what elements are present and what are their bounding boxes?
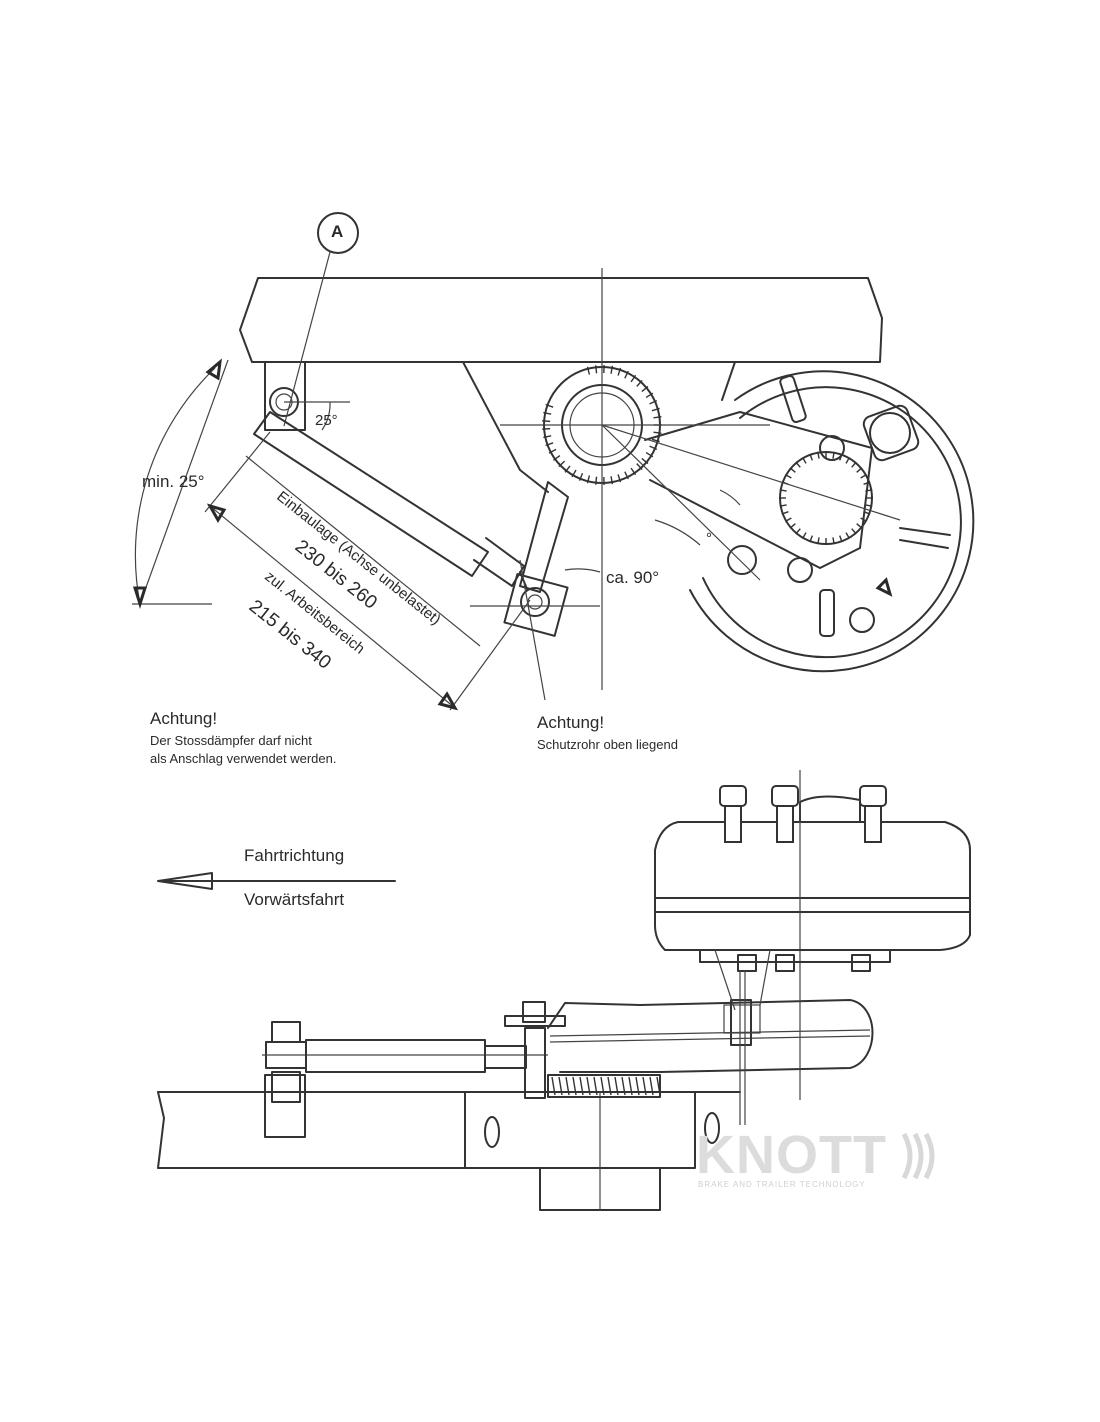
direction-arrow: [157, 872, 396, 890]
direction-bottom-label: Vorwärtsfahrt: [244, 890, 345, 909]
wheel-studs: [719, 785, 887, 843]
logo-tagline: BRAKE AND TRAILER TECHNOLOGY: [698, 1180, 866, 1189]
angle-25-label: 25°: [315, 412, 338, 429]
circle-label-a: A: [331, 222, 344, 241]
warning-1-line-1: Der Stossdämpfer darf nicht: [150, 733, 312, 748]
warning-1-title: Achtung!: [150, 709, 218, 728]
min-angle-label: min. 25°: [142, 472, 205, 491]
knott-logo: KNOTT BRAKE AND TRAILER TECHNOLOGY: [696, 1124, 956, 1194]
small-degree-label: °: [706, 530, 712, 547]
upper-assembly: [132, 212, 975, 711]
warning-1-line-2: als Anschlag verwendet werden.: [150, 751, 337, 766]
lower-assembly: [157, 770, 971, 1211]
logo-wordmark: KNOTT: [696, 1125, 887, 1185]
warning-2-line-1: Schutzrohr oben liegend: [537, 737, 678, 752]
logo-bars-icon: [902, 1132, 935, 1180]
ca-90-label: ca. 90°: [606, 568, 660, 587]
direction-top-label: Fahrtrichtung: [244, 846, 345, 865]
warning-2-title: Achtung!: [537, 713, 605, 732]
arm-teeth: [779, 451, 873, 545]
coil-lines: [551, 1076, 661, 1096]
